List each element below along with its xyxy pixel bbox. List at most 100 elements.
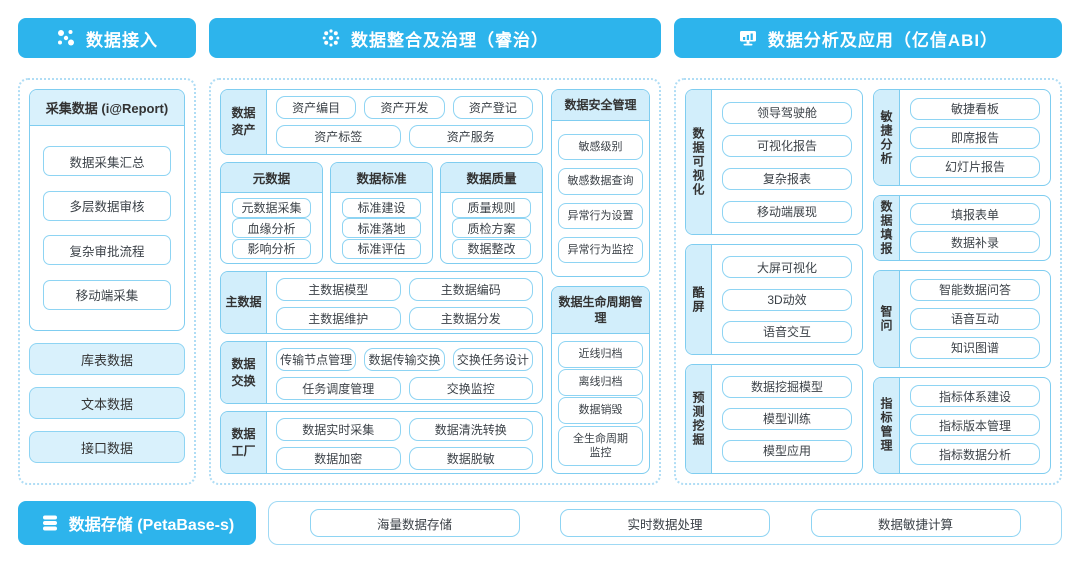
analysis-subcolumn-left: 数据可视化 领导驾驶舱 可视化报告 复杂报表 移动端展现 酷屏 大屏可视化 3D… bbox=[685, 89, 863, 474]
exchange-item: 数据传输交换 bbox=[364, 348, 445, 371]
monitor-chart-icon bbox=[738, 28, 758, 48]
security-item: 敏感数据查询 bbox=[558, 168, 643, 195]
governance-column: 数据资产 资产编目 资产开发 资产登记 资产标签 资产服务 bbox=[209, 78, 661, 485]
header-label: 数据接入 bbox=[86, 30, 158, 50]
node-cluster-icon bbox=[56, 28, 76, 48]
metric-management-label: 指标管理 bbox=[874, 377, 900, 473]
metadata-standard-quality-row: 元数据 元数据采集 血缘分析 影响分析 数据标准 标准建设 标准落地 标准评估 bbox=[220, 162, 543, 264]
visualization-item: 可视化报告 bbox=[722, 134, 852, 157]
security-item: 异常行为监控 bbox=[558, 236, 643, 264]
data-exchange-label: 数据交换 bbox=[221, 342, 267, 403]
asset-item: 资产服务 bbox=[408, 125, 533, 148]
smart-qa-panel: 智问 智能数据问答 语音互动 知识图谱 bbox=[873, 270, 1051, 368]
agile-item: 即席报告 bbox=[910, 126, 1040, 149]
access-item: 移动端采集 bbox=[43, 279, 171, 310]
source-box: 库表数据 bbox=[29, 343, 185, 375]
lifecycle-item: 数据销毁 bbox=[558, 397, 643, 424]
metric-item: 指标数据分析 bbox=[910, 443, 1040, 466]
storage-item: 实时数据处理 bbox=[560, 509, 770, 537]
agile-analysis-label: 敏捷分析 bbox=[874, 90, 900, 186]
agile-analysis-panel: 敏捷分析 敏捷看板 即席报告 幻灯片报告 bbox=[873, 89, 1051, 187]
security-item: 敏感级别 bbox=[558, 134, 643, 161]
master-data-label: 主数据 bbox=[221, 272, 267, 333]
exchange-item: 交换监控 bbox=[408, 377, 533, 400]
lifecycle-item: 全生命周期监控 bbox=[558, 425, 643, 467]
visualization-item: 移动端展现 bbox=[722, 200, 852, 223]
storage-header-label: 数据存储 (PetaBase-s) bbox=[68, 517, 235, 534]
agile-item: 敏捷看板 bbox=[910, 97, 1040, 120]
standard-item: 标准建设 bbox=[342, 197, 421, 218]
predictive-item: 模型训练 bbox=[722, 407, 852, 430]
header-label: 数据整合及治理（睿治） bbox=[351, 30, 549, 50]
lifecycle-panel: 数据生命周期管理 近线归档 离线归档 数据销毁 全生命周期监控 bbox=[551, 286, 650, 474]
quality-item: 数据整改 bbox=[452, 238, 531, 259]
analysis-column: 数据可视化 领导驾驶舱 可视化报告 复杂报表 移动端展现 酷屏 大屏可视化 3D… bbox=[674, 78, 1062, 485]
header-row: 数据接入 数据整合及治理（睿治） 数据分析及应 bbox=[18, 18, 1062, 58]
data-asset-label: 数据资产 bbox=[221, 90, 267, 154]
storage-item: 海量数据存储 bbox=[309, 509, 520, 537]
visualization-item: 领导驾驶舱 bbox=[722, 101, 852, 124]
data-factory-panel: 数据工厂 数据实时采集 数据清洗转换 数据加密 数据脱敏 bbox=[220, 411, 543, 474]
factory-item: 数据清洗转换 bbox=[408, 418, 533, 441]
storage-panel: 海量数据存储 实时数据处理 数据敏捷计算 bbox=[268, 501, 1062, 545]
storage-row: 数据存储 (PetaBase-s) 海量数据存储 实时数据处理 数据敏捷计算 bbox=[18, 501, 1062, 545]
data-factory-label: 数据工厂 bbox=[221, 412, 267, 473]
quality-item: 质检方案 bbox=[452, 218, 531, 238]
coolscreen-item: 语音交互 bbox=[722, 320, 852, 343]
data-entry-label: 数据填报 bbox=[874, 196, 900, 261]
header-data-governance: 数据整合及治理（睿治） bbox=[209, 18, 661, 58]
data-entry-panel: 数据填报 填报表单 数据补录 bbox=[873, 195, 1051, 262]
metric-management-panel: 指标管理 指标体系建设 指标版本管理 指标数据分析 bbox=[873, 376, 1051, 474]
data-asset-body: 资产编目 资产开发 资产登记 资产标签 资产服务 bbox=[267, 90, 542, 154]
lifecycle-panel-title: 数据生命周期管理 bbox=[552, 287, 649, 335]
qa-item: 知识图谱 bbox=[910, 336, 1040, 359]
metadata-item: 血缘分析 bbox=[232, 218, 311, 238]
header-data-access: 数据接入 bbox=[18, 18, 196, 58]
factory-item: 数据加密 bbox=[276, 447, 401, 470]
security-item: 异常行为设置 bbox=[558, 202, 643, 229]
qa-item: 智能数据问答 bbox=[910, 278, 1040, 301]
asset-item: 资产登记 bbox=[452, 96, 533, 119]
access-item: 多层数据审核 bbox=[43, 190, 171, 221]
lifecycle-item: 离线归档 bbox=[558, 369, 643, 396]
source-box: 文本数据 bbox=[29, 387, 185, 419]
exchange-item: 交换任务设计 bbox=[452, 348, 533, 371]
main-columns: 采集数据 (i@Report) 数据采集汇总 多层数据审核 复杂审批流程 移动端… bbox=[18, 78, 1062, 485]
metric-item: 指标体系建设 bbox=[910, 385, 1040, 408]
quality-panel-title: 数据质量 bbox=[441, 163, 542, 193]
storage-header: 数据存储 (PetaBase-s) bbox=[18, 501, 256, 545]
agile-item: 幻灯片报告 bbox=[910, 155, 1040, 178]
access-item: 复杂审批流程 bbox=[43, 235, 171, 266]
asset-item: 资产编目 bbox=[276, 96, 357, 119]
access-item: 数据采集汇总 bbox=[43, 146, 171, 177]
governance-main: 数据资产 资产编目 资产开发 资产登记 资产标签 资产服务 bbox=[220, 89, 543, 474]
database-icon bbox=[40, 513, 60, 533]
data-asset-panel: 数据资产 资产编目 资产开发 资产登记 资产标签 资产服务 bbox=[220, 89, 543, 155]
factory-item: 数据脱敏 bbox=[408, 447, 533, 470]
visualization-item: 复杂报表 bbox=[722, 167, 852, 190]
master-item: 主数据维护 bbox=[276, 307, 401, 330]
coolscreen-item: 大屏可视化 bbox=[722, 256, 852, 279]
smart-qa-label: 智问 bbox=[874, 271, 900, 367]
source-box: 接口数据 bbox=[29, 431, 185, 463]
standard-panel: 数据标准 标准建设 标准落地 标准评估 bbox=[330, 162, 433, 264]
asset-item: 资产开发 bbox=[364, 96, 445, 119]
quality-item: 质量规则 bbox=[452, 197, 531, 218]
entry-item: 填报表单 bbox=[910, 203, 1040, 226]
quality-panel: 数据质量 质量规则 质检方案 数据整改 bbox=[440, 162, 543, 264]
qa-item: 语音互动 bbox=[910, 307, 1040, 330]
metadata-panel: 元数据 元数据采集 血缘分析 影响分析 bbox=[220, 162, 323, 264]
access-column: 采集数据 (i@Report) 数据采集汇总 多层数据审核 复杂审批流程 移动端… bbox=[18, 78, 196, 485]
security-panel: 数据安全管理 敏感级别 敏感数据查询 异常行为设置 异常行为监控 bbox=[551, 89, 650, 277]
master-item: 主数据模型 bbox=[276, 278, 401, 301]
visualization-panel: 数据可视化 领导驾驶舱 可视化报告 复杂报表 移动端展现 bbox=[685, 89, 863, 236]
master-item: 主数据编码 bbox=[408, 278, 533, 301]
standard-panel-title: 数据标准 bbox=[331, 163, 432, 193]
governance-side: 数据安全管理 敏感级别 敏感数据查询 异常行为设置 异常行为监控 数据生命周期管… bbox=[551, 89, 650, 474]
storage-item: 数据敏捷计算 bbox=[810, 509, 1021, 537]
exchange-item: 传输节点管理 bbox=[276, 348, 357, 371]
standard-item: 标准落地 bbox=[342, 218, 421, 238]
master-item: 主数据分发 bbox=[408, 307, 533, 330]
analysis-subcolumn-right: 敏捷分析 敏捷看板 即席报告 幻灯片报告 数据填报 填报表单 数据补录 智问 bbox=[873, 89, 1051, 474]
security-panel-title: 数据安全管理 bbox=[552, 90, 649, 122]
